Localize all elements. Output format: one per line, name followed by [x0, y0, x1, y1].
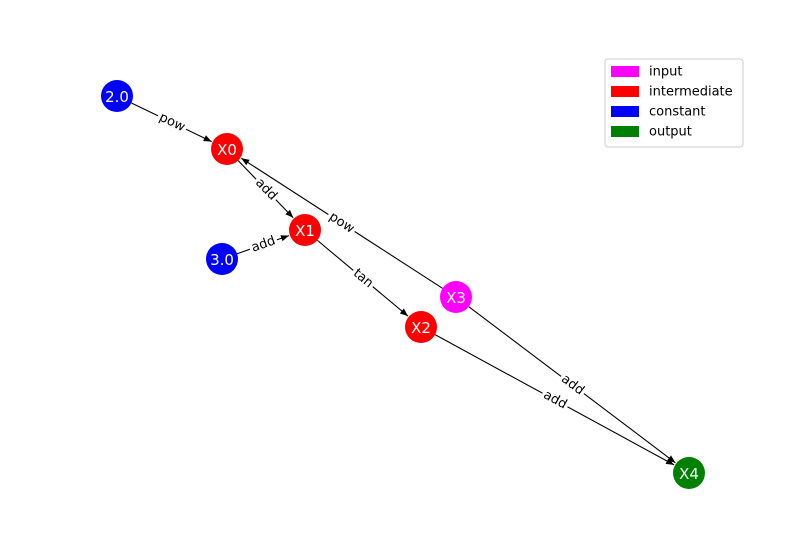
- edge-label-background: [348, 264, 378, 293]
- node-x1: [289, 214, 321, 246]
- legend-label-output: output: [649, 125, 692, 140]
- node-label: X2: [411, 319, 431, 337]
- edge-label-background: [324, 208, 359, 238]
- node-label: 2.0: [105, 88, 129, 106]
- edge-label-group: tan: [348, 264, 378, 293]
- node-label: X0: [217, 141, 237, 159]
- node-x0: [211, 133, 243, 165]
- edges-layer: [131, 102, 676, 466]
- node-n20: [101, 80, 133, 112]
- node-x4: [673, 457, 705, 489]
- legend-label-constant: constant: [649, 105, 706, 120]
- legend-swatch-constant: [611, 106, 639, 117]
- node-label: X4: [679, 465, 699, 483]
- legend-label-input: input: [649, 65, 682, 80]
- node-n30: [206, 243, 238, 275]
- legend-swatch-input: [611, 66, 639, 77]
- edge-label-group: add: [247, 232, 280, 257]
- edge-label-background: [247, 232, 280, 257]
- edge-label-group: add: [538, 386, 572, 414]
- node-label: X1: [295, 222, 315, 240]
- node-x2: [405, 311, 437, 343]
- node-x3: [440, 281, 472, 313]
- edge-label-group: pow: [154, 108, 190, 137]
- edge-label: add: [249, 233, 277, 255]
- node-label: X3: [446, 289, 466, 307]
- edge-label-background: [154, 108, 190, 137]
- edge-label-background: [538, 386, 572, 414]
- legend: input intermediate constant output: [604, 58, 744, 148]
- legend-label-intermediate: intermediate: [649, 85, 733, 100]
- legend-swatch-output: [611, 126, 639, 137]
- edge-label-background: [250, 174, 282, 205]
- edge-label-background: [556, 370, 589, 400]
- edge-label-group: pow: [324, 208, 359, 238]
- legend-swatch-intermediate: [611, 86, 639, 97]
- node-label: 3.0: [210, 251, 234, 269]
- legend-box: [604, 58, 744, 148]
- legend-items: input intermediate constant output: [611, 65, 733, 140]
